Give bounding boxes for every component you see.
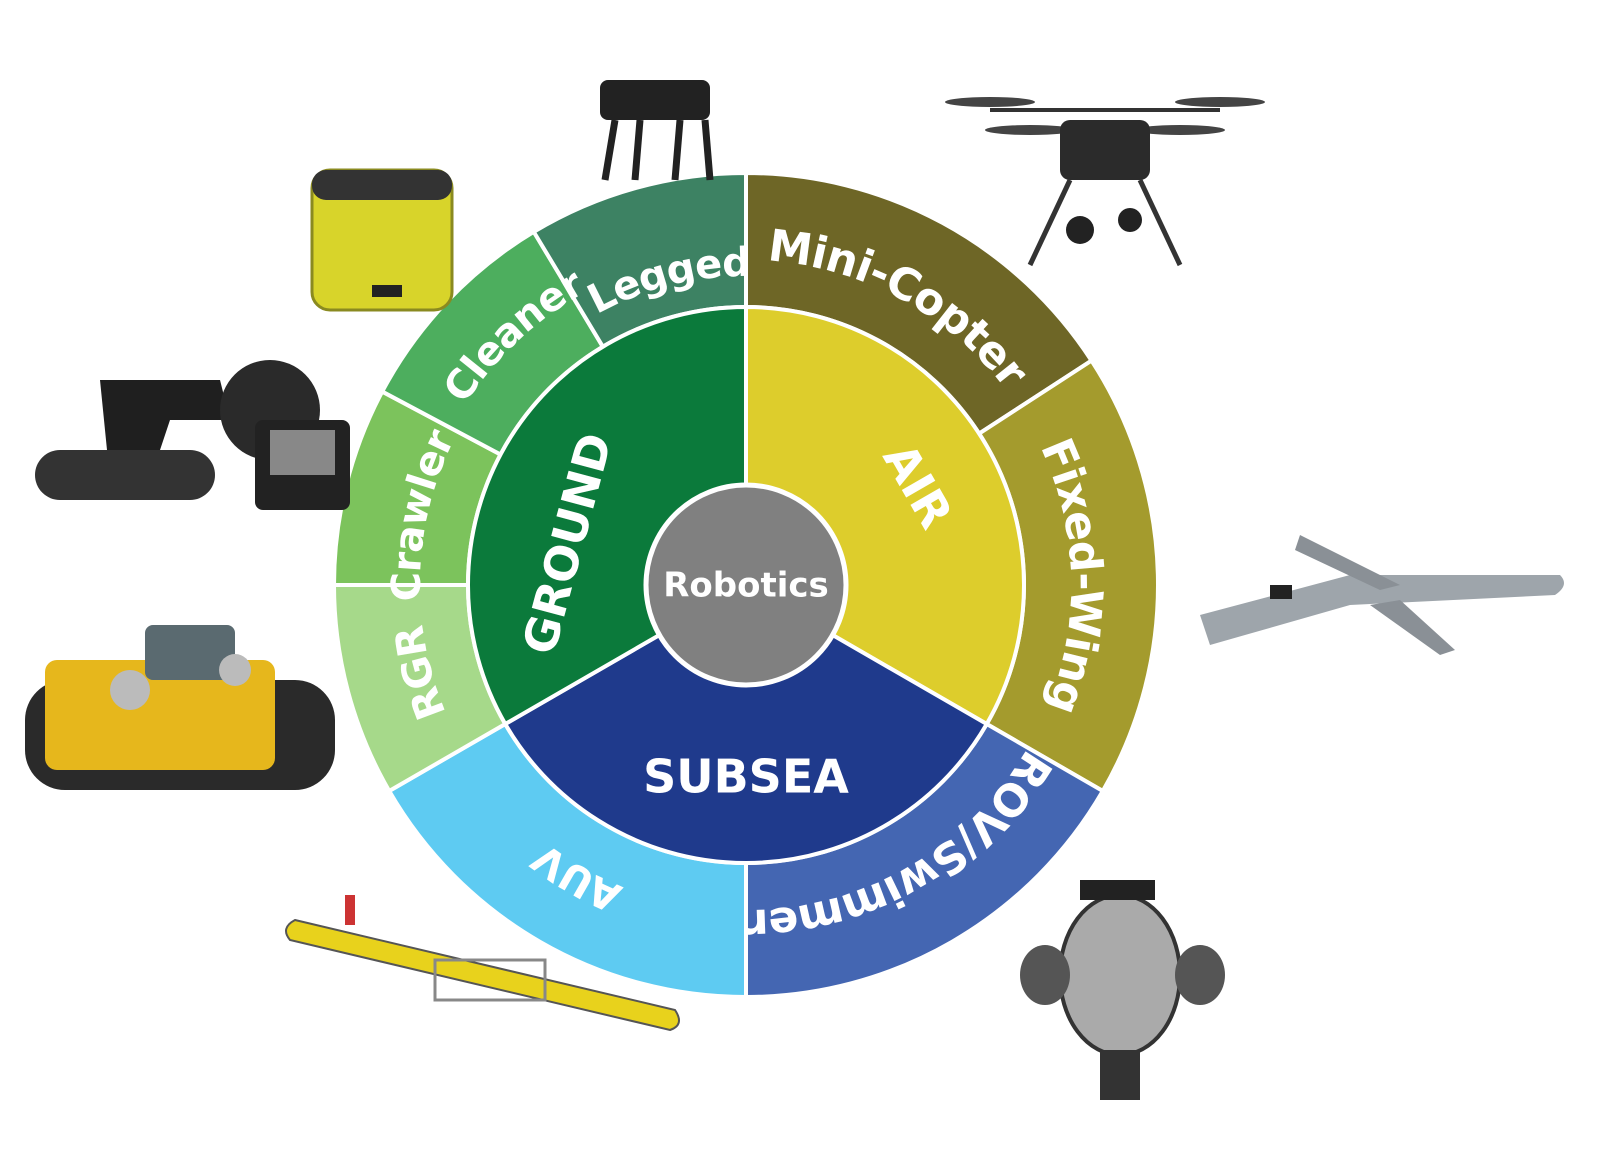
legged-robot-image [600, 80, 714, 181]
fixed-wing-uav-image [1200, 535, 1564, 655]
label-subsea: SUBSEA [643, 750, 849, 804]
mini-copter-drone-image [945, 97, 1265, 267]
label-center: Robotics [663, 566, 829, 606]
rov-swimmer-image [1020, 880, 1225, 1100]
auv-robot-image [285, 895, 680, 1032]
center-circle [643, 482, 849, 688]
cleaner-robot-image [310, 168, 454, 312]
rgr-robot-image [25, 625, 335, 790]
crawler-robot-image [35, 360, 350, 510]
